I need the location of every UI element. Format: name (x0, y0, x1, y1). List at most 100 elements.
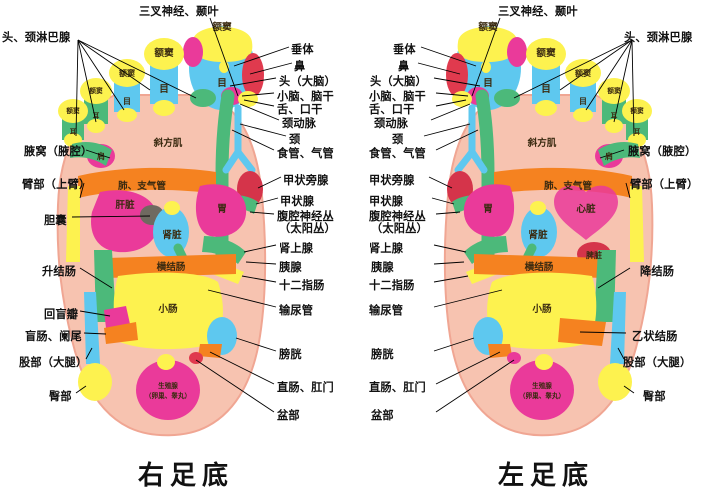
svg-text:（卵巢、睾丸）: （卵巢、睾丸） (519, 391, 565, 400)
svg-text:肺、支气管: 肺、支气管 (544, 180, 592, 192)
right_foot_labels-label-ileocecal-valve: 回盲瓣 (44, 309, 79, 321)
svg-text:胃: 胃 (483, 204, 493, 215)
region-small-intestine: 小肠 (157, 303, 178, 315)
left_foot_labels-label-bladder: 膀胱 (371, 349, 394, 361)
left_foot_labels-label-adrenal-gland: 肾上腺 (369, 243, 404, 255)
region-stomach: 胃 (217, 204, 227, 215)
right-foot-title: 右足底 (138, 461, 235, 490)
region-eye: 目 (123, 97, 131, 106)
svg-text:耳: 耳 (634, 128, 641, 136)
left_foot_labels-label-pituitary: 垂体 (393, 44, 416, 56)
left_foot_labels-label-carotid-artery: 颈动脉 (374, 118, 409, 130)
region-shoulder: 肩 (97, 151, 105, 161)
right_foot_labels-label-head-neck-lymph: 头、颈淋巴腺 (2, 32, 71, 44)
left-foot-leader-lines (417, 17, 635, 413)
svg-text:额窦: 额窦 (478, 21, 498, 33)
right_foot_labels-label-celiac-plexus-2: （太阳丛） (279, 223, 336, 235)
left_foot_labels-label-thigh: 股部（大腿） (623, 357, 692, 369)
right_foot_labels-label-pituitary: 垂体 (291, 44, 314, 56)
right_foot_labels-label-esophagus-trachea: 食管、气管 (277, 148, 334, 160)
right_foot_labels-label-nose: 鼻 (294, 61, 306, 73)
right-foot-leader-lines (71, 17, 293, 413)
svg-text:心脏: 心脏 (576, 203, 596, 215)
right_foot_labels-label-rectum-anus: 直肠、肛门 (277, 382, 334, 394)
left_foot_labels-label-tongue-dry-mouth: 舌、口干 (369, 104, 415, 116)
right_foot_labels-label-celiac-plexus-1: 腹腔神经丛 (277, 211, 334, 223)
left_foot_labels-label-rectum-anus: 直肠、肛门 (369, 382, 426, 394)
left-foot-graphic (417, 17, 654, 437)
right_foot_labels-label-cerebellum-brainstem: 小脑、脑干 (277, 91, 334, 103)
right_foot_labels-label-head-brain: 头（大脑） (279, 76, 336, 88)
svg-text:肩: 肩 (605, 151, 613, 161)
left-foot-toes (446, 26, 652, 147)
svg-text:额窦: 额窦 (630, 106, 644, 115)
svg-text:目: 目 (541, 84, 551, 95)
left-foot-region-texts: 额窦 额窦 额窦 额窦 额窦 目 目 目 耳 耳 斜方肌 肩 肺、支气管 心脏 … (478, 21, 644, 400)
left_foot_labels-label-pelvis: 盆部 (371, 410, 394, 422)
svg-text:额窦: 额窦 (536, 47, 556, 59)
svg-text:目: 目 (483, 78, 493, 89)
region-ear: 耳 (93, 112, 100, 120)
region-frontal-sinus: 额窦 (89, 86, 103, 95)
right_foot_labels-label-thyroid: 甲状腺 (280, 196, 315, 208)
region-frontal-sinus: 额窦 (119, 68, 135, 78)
right_foot_labels-label-pancreas: 胰腺 (279, 262, 302, 274)
right_foot_labels-label-parathyroid: 甲状旁腺 (283, 175, 329, 187)
left_foot_labels-label-head-brain: 头（大脑） (370, 76, 427, 88)
svg-text:生殖腺: 生殖腺 (532, 381, 552, 390)
left_foot_labels-label-pancreas: 胰腺 (371, 262, 394, 274)
right_foot_labels-label-pelvis: 盆部 (277, 410, 300, 422)
left_foot_labels-label-nose: 鼻 (398, 61, 410, 73)
left_foot_labels-label-head-neck-lymph: 头、颈淋巴腺 (624, 32, 693, 44)
region-trapezius: 斜方肌 (153, 137, 183, 149)
right_foot_labels-label-arm-upper: 臂部（上臂） (22, 179, 91, 191)
svg-text:斜方肌: 斜方肌 (527, 137, 557, 149)
right_foot_labels-label-neck: 颈 (289, 134, 301, 146)
right_foot_labels-label-adrenal-gland: 肾上腺 (279, 243, 314, 255)
svg-text:脾脏: 脾脏 (585, 250, 602, 260)
region-frontal-sinus: 额窦 (154, 47, 174, 59)
left_foot_labels-label-ureter: 输尿管 (369, 305, 404, 317)
region-frontal-sinus: 额窦 (66, 106, 80, 115)
svg-text:小肠: 小肠 (531, 303, 552, 315)
svg-text:目: 目 (579, 97, 587, 106)
left_foot_labels-label-cerebellum-brainstem: 小脑、脑干 (369, 91, 426, 103)
left-foot-title: 左足底 (498, 461, 595, 490)
svg-text:横结肠: 横结肠 (525, 261, 554, 273)
right_foot_labels-label-ascending-colon: 升结肠 (42, 266, 77, 278)
svg-text:肾脏: 肾脏 (528, 229, 548, 241)
svg-text:耳: 耳 (611, 112, 618, 120)
right_foot_labels-label-tongue-dry-mouth: 舌、口干 (277, 104, 323, 116)
left_foot_labels-label-trigeminal-temporal: 三叉神经、颞叶 (498, 6, 578, 18)
region-gonads: （卵巢、睾丸） (145, 391, 191, 400)
region-frontal-sinus: 额窦 (212, 21, 232, 33)
left_foot_labels-label-armpit: 腋窝（腋腔） (628, 146, 697, 158)
region-eye: 目 (217, 78, 227, 89)
left_foot_labels-label-celiac-plexus-2: （太阳丛） (371, 223, 428, 235)
left_foot_labels-label-descending-colon: 降结肠 (640, 266, 675, 278)
right_foot_labels-label-thigh: 股部（大腿） (19, 357, 88, 369)
right_foot_labels-label-armpit: 腋窝（腋腔） (24, 146, 93, 158)
region-eye: 目 (159, 84, 169, 95)
left_foot_labels-label-sigmoid-colon: 乙状结肠 (632, 331, 678, 343)
region-gonads: 生殖腺 (158, 381, 178, 390)
region-lung-bronchus: 肺、支气管 (118, 180, 166, 192)
left_foot_labels-label-thyroid: 甲状腺 (369, 196, 404, 208)
svg-text:额窦: 额窦 (575, 68, 591, 78)
right_foot_labels-label-gallbladder: 胆囊 (44, 215, 67, 227)
right_foot_labels-label-trigeminal-temporal: 三叉神经、颞叶 (139, 6, 219, 18)
right_foot_labels-label-duodenum: 十二指肠 (279, 280, 325, 292)
right-foot-graphic: 额窦 额窦 额窦 额窦 额窦 目 目 目 耳 耳 斜方肌 肩 肺、支气管 肝脏 … (56, 17, 293, 437)
right_foot_labels-label-ureter: 输尿管 (279, 305, 314, 317)
left_foot_labels-label-neck: 颈 (392, 134, 404, 146)
left_foot_labels-label-duodenum: 十二指肠 (369, 280, 415, 292)
left_foot_labels-label-arm-upper: 臂部（上臂） (630, 179, 699, 191)
left_foot_labels-label-parathyroid: 甲状旁腺 (369, 175, 415, 187)
right_foot_labels-label-bladder: 膀胱 (279, 349, 302, 361)
right_foot_labels-label-buttock: 臀部 (49, 391, 72, 403)
left_foot_labels-label-celiac-plexus-1: 腹腔神经丛 (369, 211, 426, 223)
left_foot_labels-label-buttock: 臀部 (643, 391, 666, 403)
right_foot_labels-label-cecum-appendix: 盲肠、阑尾 (25, 331, 82, 343)
